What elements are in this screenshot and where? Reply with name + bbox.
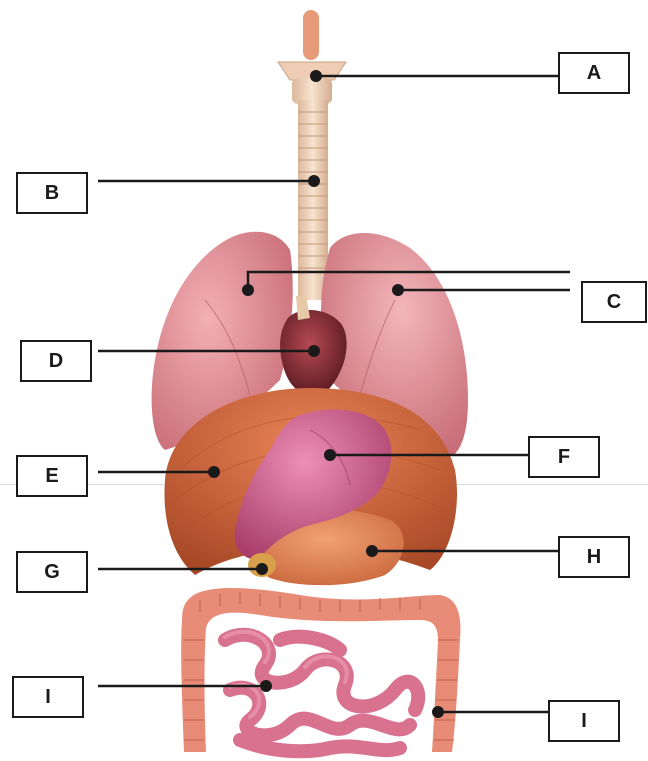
small-intestine — [225, 635, 418, 752]
label-d: D — [20, 340, 92, 382]
label-e: E — [16, 455, 88, 497]
label-c: C — [581, 281, 647, 323]
pointer-dot-icon — [366, 545, 378, 557]
pointer-dot-icon — [310, 70, 322, 82]
pointer-dot-icon — [308, 345, 320, 357]
label-i-left: I — [12, 676, 84, 718]
label-g: G — [16, 551, 88, 593]
pointer-dot-icon — [256, 563, 268, 575]
pointer-dot-icon — [324, 449, 336, 461]
label-b: B — [16, 172, 88, 214]
pointer-dot-icon — [392, 284, 404, 296]
label-a: A — [558, 52, 630, 94]
label-f: F — [528, 436, 600, 478]
pointer-dot-icon — [242, 284, 254, 296]
label-i-right: I — [548, 700, 620, 742]
pointer-dot-icon — [208, 466, 220, 478]
pointer-dot-icon — [308, 175, 320, 187]
pointer-dot-icon — [260, 680, 272, 692]
label-h: H — [558, 536, 630, 578]
pointer-dot-icon — [432, 706, 444, 718]
